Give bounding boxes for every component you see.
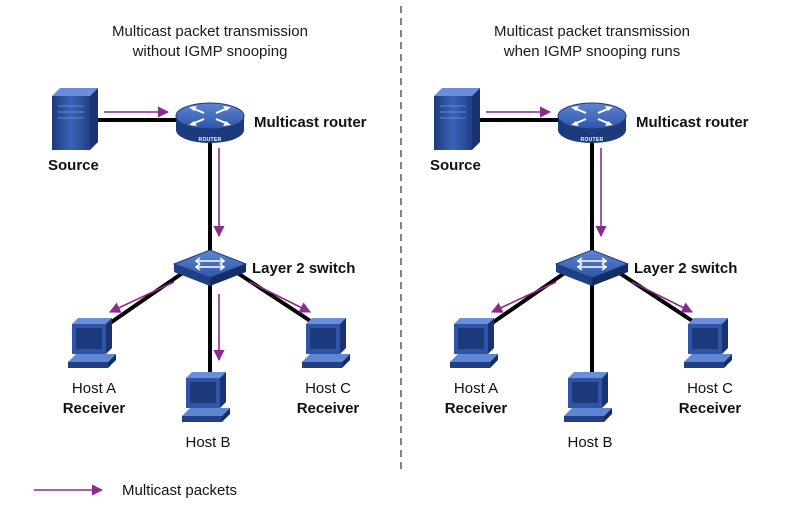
right-router-badge: ROUTER [581, 137, 604, 143]
right-switch-icon [555, 249, 629, 287]
left-router-badge: ROUTER [199, 137, 222, 143]
right-switch-label: Layer 2 switch [634, 260, 737, 277]
left-source-label: Source [48, 157, 99, 174]
left-arrow-switch-host-a [108, 281, 175, 313]
right-source-label: Source [430, 157, 481, 174]
right-link-switch-host-c [616, 270, 702, 328]
left-host-c-label: Host C [305, 380, 351, 397]
left-title-line2: without IGMP snooping [132, 43, 288, 60]
right-host-a-label: Host A [454, 380, 498, 397]
left-arrow-switch-host-c [249, 281, 312, 313]
right-title-line2: when IGMP snooping runs [503, 43, 681, 60]
left-links [98, 118, 320, 376]
right-title-line1: Multicast packet transmission [494, 23, 690, 40]
right-arrows [486, 106, 694, 313]
right-host-a-role: Receiver [445, 400, 508, 417]
legend-label: Multicast packets [122, 482, 237, 499]
right-host-c-role: Receiver [679, 400, 742, 417]
left-host-a-role: Receiver [63, 400, 126, 417]
right-panel: Multicast packet transmission when IGMP … [430, 23, 749, 451]
left-host-b-icon [182, 372, 230, 422]
left-host-a-label: Host A [72, 380, 116, 397]
left-arrows [104, 106, 312, 362]
left-host-c-icon [302, 318, 350, 368]
right-router-label: Multicast router [636, 114, 749, 131]
left-link-switch-host-c [234, 270, 320, 328]
right-host-c-label: Host C [687, 380, 733, 397]
left-source-server-icon [51, 87, 99, 151]
left-host-a-icon [68, 318, 116, 368]
left-host-c-role: Receiver [297, 400, 360, 417]
right-link-switch-host-a [480, 270, 568, 332]
right-router-icon: ROUTER [557, 102, 627, 144]
right-host-c-icon [684, 318, 732, 368]
right-source-server-icon [433, 87, 481, 151]
left-host-b-label: Host B [185, 434, 230, 451]
right-host-b-label: Host B [567, 434, 612, 451]
left-switch-label: Layer 2 switch [252, 260, 355, 277]
left-router-icon: ROUTER [175, 102, 245, 144]
right-host-b-icon [564, 372, 612, 422]
left-title-line1: Multicast packet transmission [112, 23, 308, 40]
right-links [480, 118, 702, 376]
left-switch-icon [173, 249, 247, 287]
left-router-label: Multicast router [254, 114, 367, 131]
left-link-switch-host-a [98, 270, 186, 332]
left-panel: Multicast packet transmission without IG… [48, 23, 367, 451]
right-arrow-switch-host-c [631, 281, 694, 313]
legend: Multicast packets [34, 482, 237, 499]
right-host-a-icon [450, 318, 498, 368]
right-arrow-switch-host-a [490, 281, 557, 313]
